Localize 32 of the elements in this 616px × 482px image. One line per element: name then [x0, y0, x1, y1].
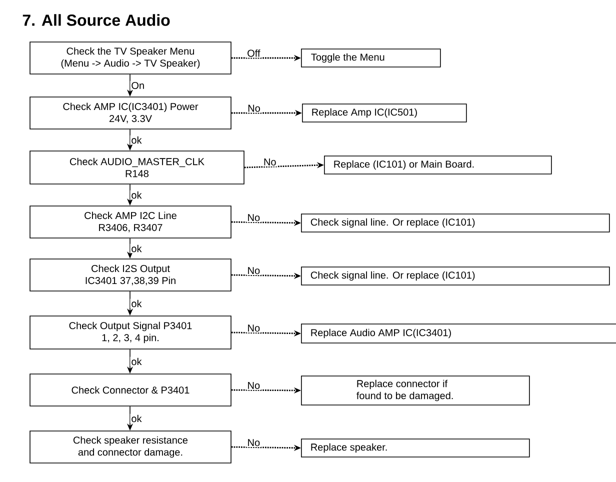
edge-label: ok	[130, 244, 143, 254]
action-box: Check signal line. Or replace (IC101)	[301, 266, 610, 286]
action-box: Replace Amp IC(IC501)	[302, 104, 467, 122]
action-box: Replace connector if found to be damaged.	[301, 376, 530, 406]
edge-label: On	[130, 80, 146, 90]
edge-label: No	[262, 158, 278, 166]
action-box: Replace (IC101) or Main Board.	[324, 156, 552, 174]
process-box: Check AUDIO_MASTER_CLK R148	[30, 150, 244, 184]
edge-label: ok	[130, 135, 143, 145]
process-box: Check speaker resistance and connector damage.	[30, 430, 232, 464]
action-box: Replace speaker.	[301, 438, 530, 458]
edge-label: No	[246, 104, 262, 113]
edge-label: ok	[130, 190, 143, 200]
process-box: Check Output Signal P3401 1, 2, 3, 4 pin.	[30, 316, 232, 350]
title: 7. All Source Audio	[22, 14, 170, 26]
edge-label: ok	[130, 414, 143, 424]
edge-label: ok	[130, 356, 143, 366]
edge-label: Off	[246, 48, 262, 58]
action-box: Check signal line. Or replace (IC101)	[301, 214, 610, 232]
edge-label: No	[246, 438, 262, 448]
action-box: Toggle the Menu	[301, 48, 441, 68]
edge-label: No	[246, 213, 262, 222]
process-box: Check the TV Speaker Menu (Menu -> Audio -> TV Speaker)	[30, 42, 232, 74]
edge-label: No	[246, 324, 262, 333]
process-box: Check I2S Output IC3401 37,38,39 Pin	[30, 258, 232, 292]
edge-label: No	[246, 266, 262, 276]
edge-label: No	[246, 380, 262, 390]
process-box: Check Connector & P3401	[30, 374, 232, 406]
process-box: Check AMP I2C Line R3406, R3407	[30, 206, 232, 238]
action-box: Replace Audio AMP IC(IC3401)	[301, 324, 616, 344]
process-box: Check AMP IC(IC3401) Power 24V, 3.3V	[30, 96, 232, 130]
edge-label: ok	[130, 298, 143, 308]
